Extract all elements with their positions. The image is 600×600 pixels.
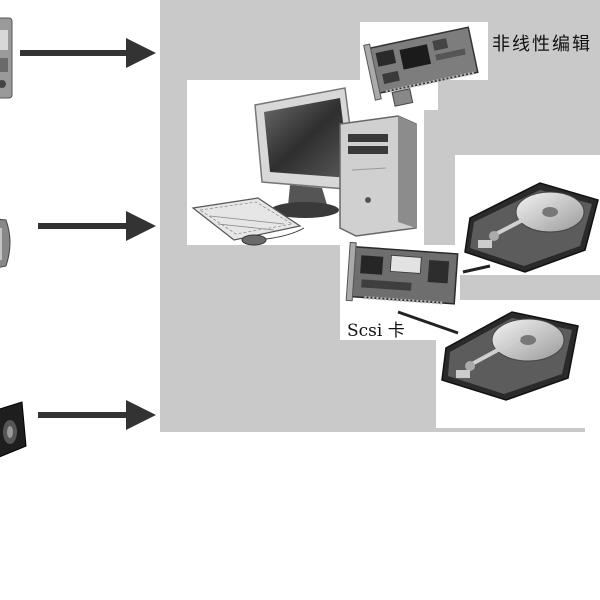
computer-monitor-icon <box>254 87 359 218</box>
scsi-card-icon <box>345 241 459 305</box>
scsi-cable-top <box>462 264 491 274</box>
hard-disk-icon <box>441 311 579 401</box>
tape-device-icon <box>0 218 11 268</box>
camera-device-icon <box>0 17 13 99</box>
scsi-card-label: Scsi 卡 <box>347 321 405 341</box>
capture-card-icon <box>363 26 479 107</box>
hard-disk-icon <box>464 182 599 273</box>
mouse-icon <box>241 227 305 246</box>
nonlinear-editing-label: 非线性编辑 <box>492 34 592 55</box>
pc-tower-icon <box>339 115 417 237</box>
scsi-cable-bottom <box>397 310 459 335</box>
camcorder-icon <box>0 401 27 458</box>
keyboard-icon <box>191 197 302 241</box>
